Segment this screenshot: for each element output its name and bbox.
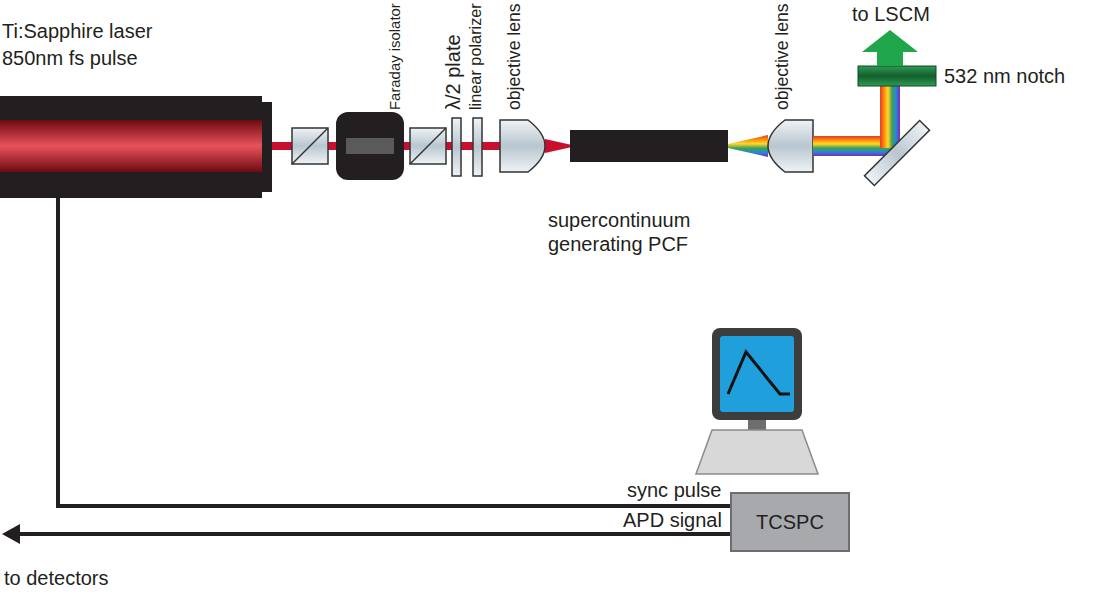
- laser-node: Ti:Sapphire laser 850nm fs pulse: [0, 18, 280, 204]
- component-label: linear polarizer: [465, 3, 485, 110]
- component-label: supercontinuum generating PCF: [548, 208, 718, 256]
- laser-endcap: [262, 102, 272, 192]
- apd-signal-line: [2, 524, 730, 544]
- objective-lens: [768, 120, 813, 172]
- component-label: objective lens: [772, 3, 793, 110]
- output-label: to LSCM: [852, 2, 930, 26]
- faraday-isolator: [292, 112, 446, 180]
- output-arrow: [862, 30, 918, 66]
- component-label: Faraday isolator: [386, 3, 404, 110]
- box-label: TCSPC: [756, 510, 824, 534]
- signal-label: to detectors: [4, 566, 109, 590]
- laser-beam-band: [0, 120, 262, 172]
- half-wave-plate: [452, 118, 461, 176]
- photonic-crystal-fiber: [570, 130, 728, 162]
- component-label: 532 nm notch: [944, 64, 1065, 88]
- objective-lens: [500, 120, 545, 172]
- laser-heading: Ti:Sapphire laser 850nm fs pulse: [2, 18, 202, 72]
- linear-polarizer: [473, 118, 482, 176]
- computer-icon: [696, 328, 856, 492]
- mirror: [864, 120, 929, 185]
- laser-body: [0, 96, 262, 198]
- notch-filter: [858, 66, 936, 86]
- signal-connector: [58, 198, 730, 506]
- focused-beam: [545, 139, 572, 153]
- supercontinuum-output: [728, 135, 768, 157]
- instrument-box: TCSPC: [730, 492, 850, 552]
- signal-label: APD signal: [623, 508, 722, 532]
- signal-label: sync pulse: [627, 478, 722, 502]
- component-label: objective lens: [504, 3, 525, 110]
- component-label: λ/2 plate: [441, 34, 465, 110]
- supercontinuum-beam: [880, 86, 900, 148]
